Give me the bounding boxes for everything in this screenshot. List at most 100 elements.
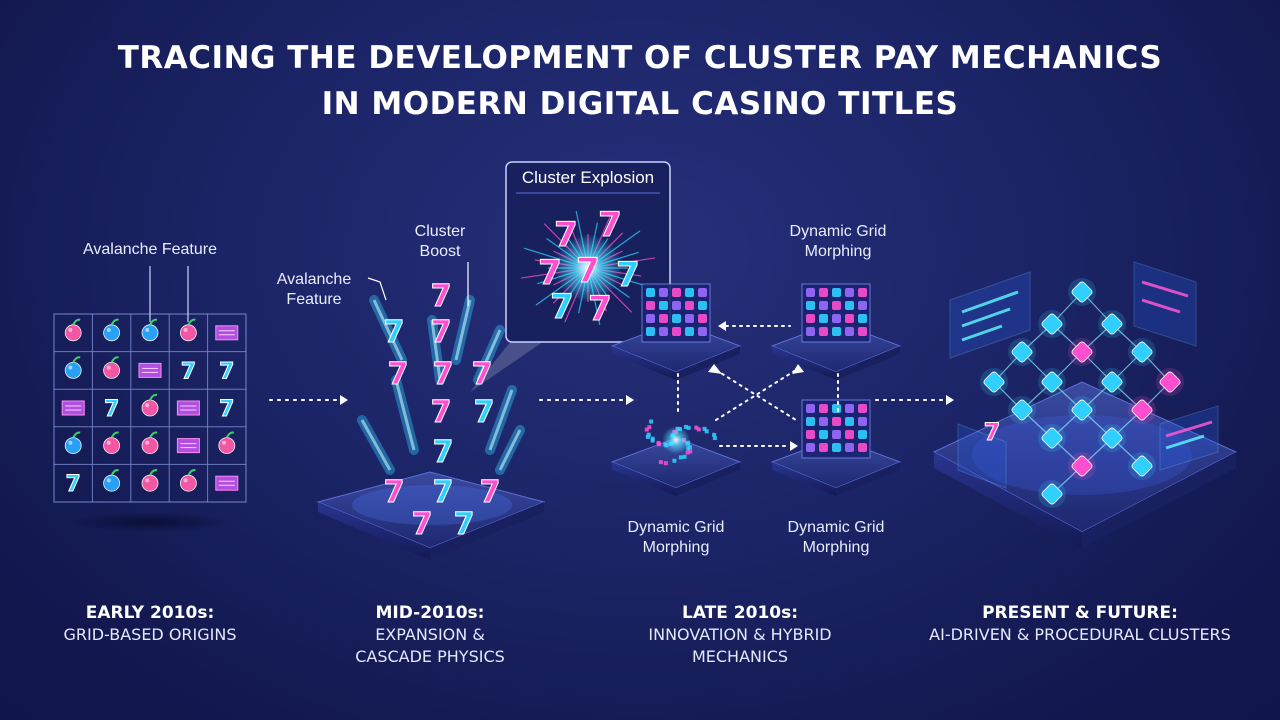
network-node (1101, 313, 1123, 335)
stage2-cluster-boost-label: Cluster Boost (398, 222, 482, 262)
seven-symbol: 7 (181, 359, 196, 384)
stage2-seven-symbol: 7 (431, 279, 452, 314)
era-early-heading: EARLY 2010s: (85, 603, 215, 623)
page-title-line-2: IN MODERN DIGITAL CASINO TITLES (321, 86, 959, 122)
network-node (1131, 455, 1153, 477)
network-node (1041, 427, 1063, 449)
stage2-seven-symbol: 7 (384, 475, 405, 510)
era-mid-subtitle-l1: EXPANSION & (375, 625, 485, 644)
connector-1-2 (269, 395, 348, 405)
stage3-label-bottom-left: Dynamic Grid Morphing (606, 518, 746, 558)
stage2-seven-symbol: 7 (431, 315, 452, 350)
connector-2-3 (539, 395, 634, 405)
stage3-label-top-l2: Morphing (804, 243, 872, 260)
seven-symbol: 7 (219, 359, 234, 384)
network-node (1101, 427, 1123, 449)
network-node (1011, 399, 1033, 421)
seven-symbol: 7 (104, 397, 119, 422)
page-title-line-1: TRACING THE DEVELOPMENT OF CLUSTER PAY M… (117, 40, 1163, 76)
network-node (1101, 371, 1123, 393)
network-node (1071, 399, 1093, 421)
bar-symbol-icon (61, 400, 85, 416)
stage2-seven-symbol: 7 (384, 315, 405, 350)
magenta-fruit-icon (179, 469, 197, 492)
inset-seven-symbol: 7 (550, 287, 574, 327)
network-node (1041, 483, 1063, 505)
stage3-platform-bottom-left (610, 419, 742, 496)
bar-symbol-icon (176, 400, 200, 416)
stage2-seven-symbol: 7 (433, 357, 454, 392)
stage2-seven-symbol: 7 (480, 475, 501, 510)
magenta-fruit-icon (103, 431, 120, 455)
era-caption-early: EARLY 2010s: GRID-BASED ORIGINS (30, 602, 270, 646)
era-mid-heading: MID-2010s: (375, 603, 485, 623)
era-caption-present: PRESENT & FUTURE: AI-DRIVEN & PROCEDURAL… (890, 602, 1270, 646)
era-early-subtitle: GRID-BASED ORIGINS (63, 625, 237, 644)
bar-symbol-icon (176, 438, 200, 454)
stage2-seven-symbol: 7 (412, 507, 433, 542)
connector-3-4 (875, 395, 954, 405)
stage3-label-bl-l1: Dynamic Grid (627, 519, 725, 536)
stage3-label-top: Dynamic Grid Morphing (768, 222, 908, 262)
inset-seven-symbol: 7 (554, 215, 578, 255)
stage3-platforms (610, 283, 902, 496)
stage2-seven-symbol: 7 (433, 435, 454, 470)
magenta-fruit-icon (141, 393, 159, 417)
magenta-fruit-icon (179, 318, 197, 342)
era-present-subtitle: AI-DRIVEN & PROCEDURAL CLUSTERS (929, 625, 1231, 644)
network-node (1071, 341, 1093, 363)
stage2-seven-symbol: 7 (454, 507, 475, 542)
magenta-fruit-icon (103, 356, 120, 379)
era-present-heading: PRESENT & FUTURE: (982, 603, 1178, 623)
cluster-explosion-title: Cluster Explosion (521, 168, 655, 187)
era-late-subtitle-l1: INNOVATION & HYBRID (648, 625, 832, 644)
network-node (1071, 281, 1093, 303)
stage3-label-top-l1: Dynamic Grid (789, 223, 887, 240)
stage2-seven-symbol: 7 (433, 475, 454, 510)
era-late-heading: LATE 2010s: (681, 603, 799, 623)
stage3-platform-top-left (610, 283, 742, 380)
era-late-subtitle-l2: MECHANICS (691, 647, 789, 666)
inset-seven-symbol: 7 (588, 289, 612, 329)
magenta-fruit-icon (64, 318, 82, 342)
stage2-seven-symbol: 7 (431, 395, 452, 430)
magenta-fruit-icon (141, 431, 159, 455)
stage1-avalanche-label: Avalanche Feature (82, 241, 217, 258)
stage2-cluster-boost-l1: Cluster (414, 223, 466, 240)
magenta-fruit-icon (141, 469, 159, 492)
bar-symbol-icon (215, 475, 239, 491)
bar-symbol-icon (215, 325, 239, 341)
inset-seven-symbol: 7 (616, 255, 640, 295)
blue-fruit-icon (103, 469, 120, 492)
network-node (1071, 455, 1093, 477)
inset-seven-symbol: 7 (598, 205, 622, 245)
network-node (1011, 341, 1033, 363)
stage3-platform-bottom-right (770, 399, 902, 496)
network-node (1159, 371, 1181, 393)
stage3-platform-top-right (770, 283, 902, 380)
stage2-cluster-boost-l2: Boost (419, 243, 461, 260)
era-caption-mid: MID-2010s: EXPANSION & CASCADE PHYSICS (320, 602, 540, 668)
stage2-seven-symbol: 7 (388, 357, 409, 392)
seven-symbol: 7 (66, 472, 81, 497)
bar-symbol-icon (138, 362, 162, 378)
stage3-label-bottom-right: Dynamic Grid Morphing (766, 518, 906, 558)
stage4-network-platform: 7 (932, 261, 1238, 548)
stage3-label-br-l2: Morphing (802, 539, 870, 556)
inset-seven-symbol: 7 (538, 253, 562, 293)
network-node (1041, 371, 1063, 393)
network-node (1131, 341, 1153, 363)
stage2-avalanche-label: Avalanche Feature (262, 270, 366, 310)
stage2-avalanche-label-l2: Feature (286, 291, 342, 308)
blue-fruit-icon (64, 356, 82, 379)
network-node (1131, 399, 1153, 421)
network-node (1041, 313, 1063, 335)
inset-seven-symbol: 7 (576, 251, 600, 291)
stage2-seven-symbol: 7 (474, 395, 495, 430)
era-caption-late: LATE 2010s: INNOVATION & HYBRID MECHANIC… (620, 602, 860, 668)
seven-symbol: 7 (219, 397, 234, 422)
stage2-seven-symbol: 7 (472, 357, 493, 392)
